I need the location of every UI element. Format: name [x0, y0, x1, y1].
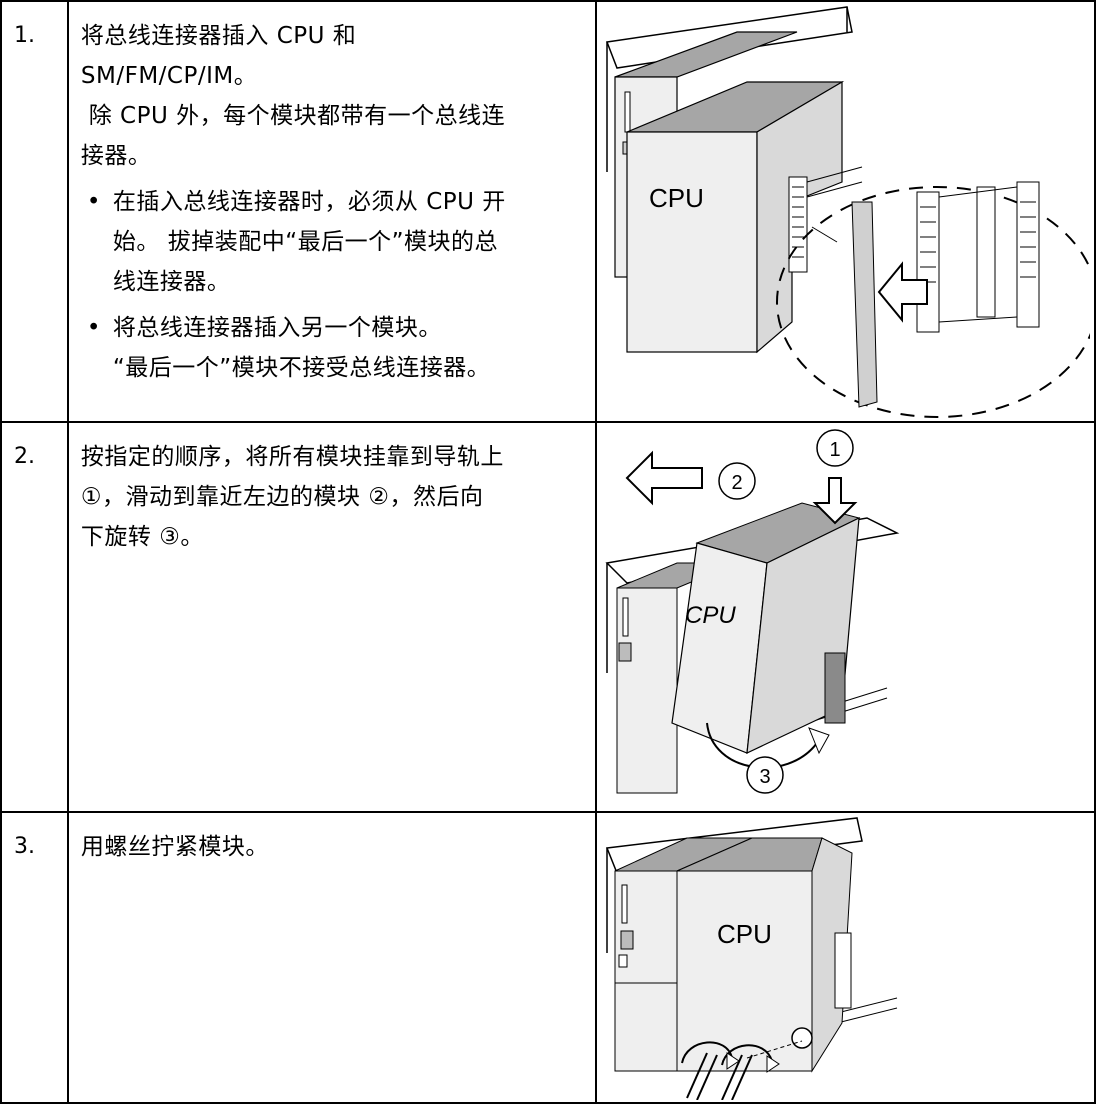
bus-connector-illustration: CPU: [606, 6, 1091, 418]
step-text-line: ①，滑动到靠近左边的模块 ②，然后向: [80, 484, 484, 510]
bullet-line: 将总线连接器插入另一个模块。: [112, 315, 442, 341]
cpu-label: CPU: [649, 183, 704, 213]
callout-2: 2: [732, 472, 743, 494]
screw-module-illustration: CPU: [606, 817, 898, 1100]
step-text-line: 按指定的顺序，将所有模块挂靠到导轨上: [80, 444, 504, 470]
mount-module-illustration: CPU 1 2 3: [605, 429, 900, 794]
step-number: 3.: [14, 834, 35, 859]
bullet-item: 在插入总线连接器时，必须从 CPU 开 始。 拔掉装配中“最后一个”模块的总 线…: [81, 182, 585, 302]
cpu-label: CPU: [717, 919, 772, 949]
bullet-list: 在插入总线连接器时，必须从 CPU 开 始。 拔掉装配中“最后一个”模块的总 线…: [81, 182, 585, 388]
step-text-line: 除 CPU 外，每个模块都带有一个总线连: [80, 103, 506, 129]
step-figure-cell: CPU: [595, 0, 1096, 423]
step-row-1: 1. 将总线连接器插入 CPU 和 SM/FM/CP/IM。 除 CPU 外，每…: [0, 0, 1096, 423]
step-text-line: 用螺丝拧紧模块。: [80, 834, 269, 860]
step-text-cell: 用螺丝拧紧模块。: [66, 811, 598, 1104]
callout-1: 1: [830, 439, 841, 461]
callout-3: 3: [760, 766, 771, 788]
step-figure-cell: CPU 1 2 3: [595, 421, 1096, 813]
step-text-cell: 将总线连接器插入 CPU 和 SM/FM/CP/IM。 除 CPU 外，每个模块…: [66, 0, 598, 423]
step-number-cell: 2.: [0, 421, 69, 813]
step-text-line: 接器。: [80, 143, 152, 169]
step-number: 1.: [14, 23, 35, 48]
step-number-cell: 1.: [0, 0, 69, 423]
bullet-item: 将总线连接器插入另一个模块。 “最后一个”模块不接受总线连接器。: [81, 308, 585, 388]
bullet-line: 始。 拔掉装配中“最后一个”模块的总: [112, 229, 499, 255]
step-row-2: 2. 按指定的顺序，将所有模块挂靠到导轨上 ①，滑动到靠近左边的模块 ②，然后向…: [0, 421, 1096, 813]
bullet-line: 在插入总线连接器时，必须从 CPU 开: [112, 189, 506, 215]
bullet-line: 线连接器。: [112, 269, 231, 295]
cpu-label: CPU: [685, 602, 736, 629]
step-figure-cell: CPU: [595, 811, 1096, 1104]
step-number: 2.: [14, 444, 35, 469]
step-text-line: 将总线连接器插入 CPU 和: [80, 23, 357, 49]
bullet-line: “最后一个”模块不接受总线连接器。: [112, 355, 491, 381]
step-text-line: 下旋转 ③。: [80, 524, 204, 550]
step-text-cell: 按指定的顺序，将所有模块挂靠到导轨上 ①，滑动到靠近左边的模块 ②，然后向 下旋…: [66, 421, 598, 813]
step-text-line: SM/FM/CP/IM。: [80, 63, 258, 89]
step-row-3: 3. 用螺丝拧紧模块。: [0, 811, 1096, 1104]
step-number-cell: 3.: [0, 811, 69, 1104]
